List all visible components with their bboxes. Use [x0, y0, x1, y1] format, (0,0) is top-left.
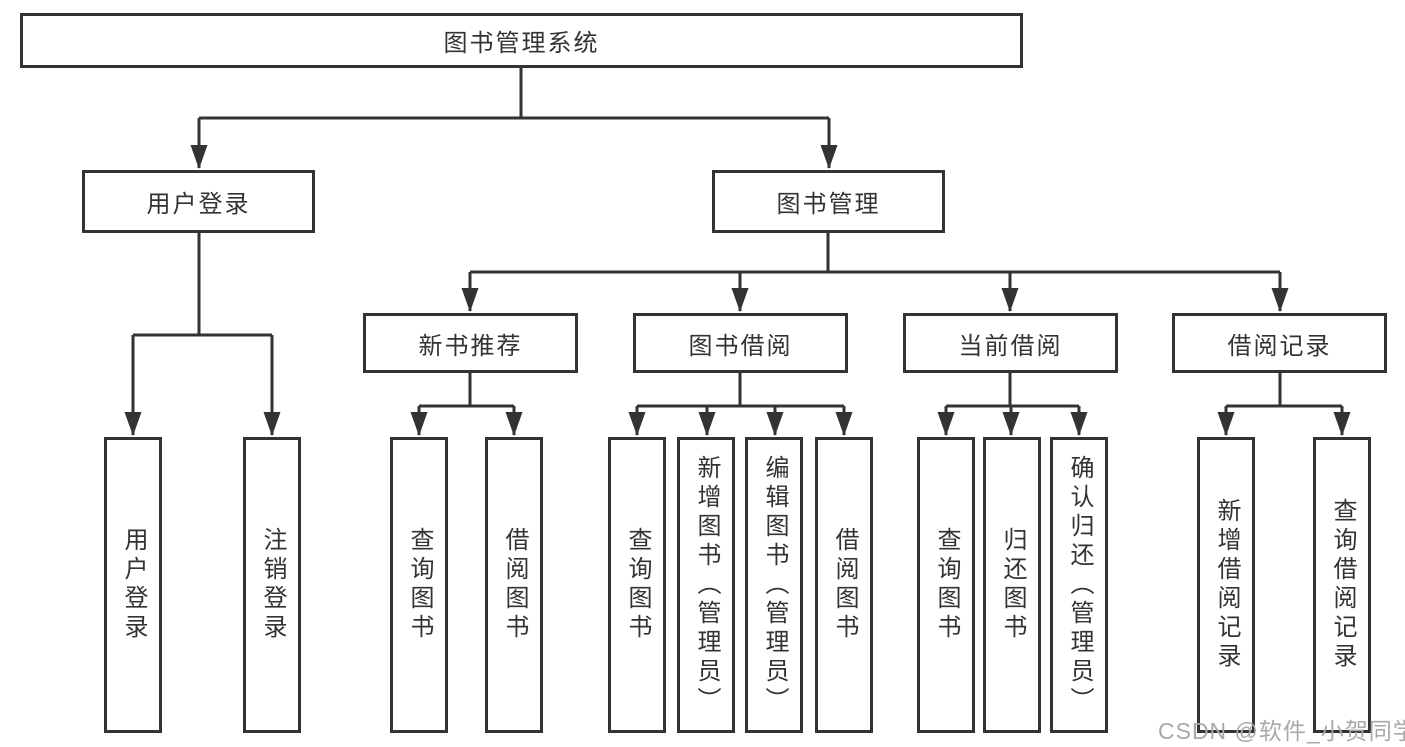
node-borrow-record: 借阅记录: [1172, 313, 1387, 373]
node-borrow-record-label: 借阅记录: [1227, 332, 1332, 360]
leaf-label: 查询借阅记录: [1329, 498, 1356, 672]
leaf-label: 查询图书: [624, 527, 651, 643]
leaf-add-book-admin: 新增图书（管理员）: [677, 437, 735, 733]
node-current-borrow-label: 当前借阅: [958, 332, 1063, 360]
leaf-edit-book-admin: 编辑图书（管理员）: [745, 437, 803, 733]
node-user-login-label: 用户登录: [146, 191, 251, 218]
leaf-label: 注销登录: [259, 527, 286, 643]
node-book-borrow: 图书借阅: [633, 313, 848, 373]
leaf-label: 查询图书: [933, 527, 960, 643]
leaf-label: 用户登录: [120, 527, 147, 643]
node-root-label: 图书管理系统: [443, 30, 600, 57]
node-user-login: 用户登录: [82, 170, 315, 233]
leaf-query-borrow-record: 查询借阅记录: [1313, 437, 1371, 733]
node-root: 图书管理系统: [20, 13, 1023, 68]
node-book-management: 图书管理: [712, 170, 945, 233]
leaf-query-book-borrow: 查询图书: [608, 437, 666, 733]
leaf-borrow-book-recommend: 借阅图书: [485, 437, 543, 733]
leaf-user-login: 用户登录: [104, 437, 162, 733]
leaf-add-borrow-record: 新增借阅记录: [1197, 437, 1255, 733]
node-current-borrow: 当前借阅: [903, 313, 1118, 373]
leaf-label: 新增图书（管理员）: [693, 454, 720, 716]
node-new-book-recommend: 新书推荐: [363, 313, 578, 373]
leaf-label: 借阅图书: [501, 527, 528, 643]
node-new-book-recommend-label: 新书推荐: [418, 332, 523, 360]
leaf-return-book: 归还图书: [983, 437, 1041, 733]
leaf-query-book-current: 查询图书: [917, 437, 975, 733]
leaf-confirm-return-admin: 确认归还（管理员）: [1050, 437, 1108, 733]
leaf-label: 归还图书: [999, 527, 1026, 643]
csdn-watermark: CSDN @软件_小贺同学: [1158, 718, 1405, 744]
leaf-query-book-recommend: 查询图书: [390, 437, 448, 733]
leaf-label: 编辑图书（管理员）: [761, 454, 788, 716]
leaf-borrow-book: 借阅图书: [815, 437, 873, 733]
leaf-label: 借阅图书: [831, 527, 858, 643]
leaf-label: 新增借阅记录: [1213, 498, 1240, 672]
node-book-borrow-label: 图书借阅: [688, 332, 793, 360]
leaf-logout: 注销登录: [243, 437, 301, 733]
node-book-management-label: 图书管理: [776, 191, 881, 218]
leaf-label: 确认归还（管理员）: [1066, 454, 1093, 716]
leaf-label: 查询图书: [406, 527, 433, 643]
